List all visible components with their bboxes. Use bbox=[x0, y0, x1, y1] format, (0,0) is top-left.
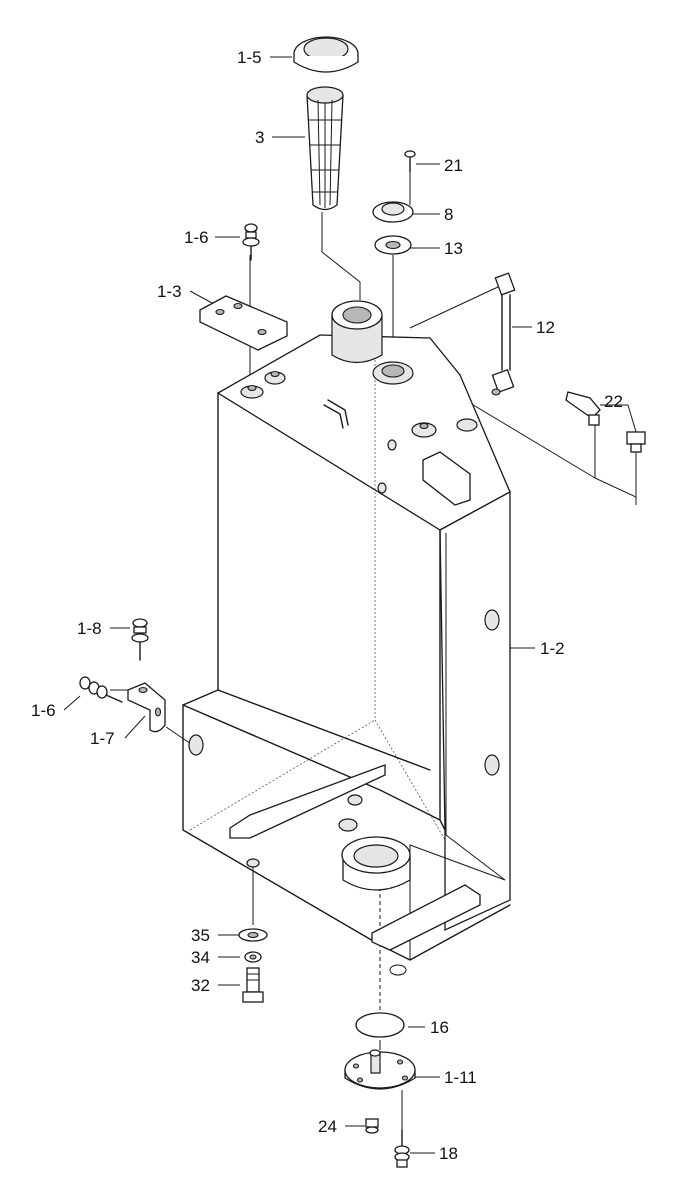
elbow-22 bbox=[565, 391, 601, 426]
label-8: 8 bbox=[444, 205, 453, 224]
bolt-1-8 bbox=[131, 618, 149, 661]
label-1-6-side: 1-6 bbox=[31, 701, 56, 720]
label-1-11: 1-11 bbox=[444, 1068, 477, 1087]
label-1-6-top: 1-6 bbox=[184, 228, 209, 247]
o-ring-16 bbox=[355, 1012, 405, 1038]
label-3: 3 bbox=[255, 128, 264, 147]
label-18: 18 bbox=[439, 1144, 458, 1163]
level-gauge-8 bbox=[372, 201, 414, 223]
cap-1-5 bbox=[293, 36, 359, 73]
bolt-1-6-side bbox=[79, 676, 123, 703]
washer-35 bbox=[238, 928, 268, 942]
label-1-3: 1-3 bbox=[157, 282, 182, 301]
hydraulic-tank bbox=[182, 300, 511, 976]
part-labels: 1-5 3 21 8 13 1-6 1-3 12 22 1-8 1-2 1-6 … bbox=[31, 48, 623, 1163]
label-1-5: 1-5 bbox=[237, 48, 262, 67]
level-rod-12 bbox=[491, 272, 516, 396]
plug-24 bbox=[365, 1118, 379, 1134]
bracket-1-7 bbox=[127, 682, 166, 733]
leader-lines bbox=[63, 56, 637, 1154]
label-1-7: 1-7 bbox=[90, 729, 115, 748]
washer-34 bbox=[244, 951, 262, 963]
label-32: 32 bbox=[191, 976, 210, 995]
label-12: 12 bbox=[536, 318, 555, 337]
label-35: 35 bbox=[191, 926, 210, 945]
label-21: 21 bbox=[444, 156, 463, 175]
label-34: 34 bbox=[191, 948, 210, 967]
label-16: 16 bbox=[430, 1018, 449, 1037]
label-22: 22 bbox=[604, 392, 623, 411]
label-24: 24 bbox=[318, 1117, 337, 1136]
bolt-1-6-top bbox=[242, 223, 260, 261]
screw-21 bbox=[404, 150, 416, 173]
bolt-32 bbox=[242, 967, 264, 1003]
label-13: 13 bbox=[444, 239, 463, 258]
strainer-3 bbox=[306, 86, 344, 211]
bolt-18 bbox=[394, 1129, 410, 1168]
plate-1-3 bbox=[199, 295, 288, 351]
gasket-13 bbox=[374, 235, 412, 255]
label-1-8: 1-8 bbox=[77, 619, 102, 638]
plug-22 bbox=[626, 431, 646, 453]
label-1-2: 1-2 bbox=[540, 639, 565, 658]
flange-1-11 bbox=[344, 1049, 416, 1090]
